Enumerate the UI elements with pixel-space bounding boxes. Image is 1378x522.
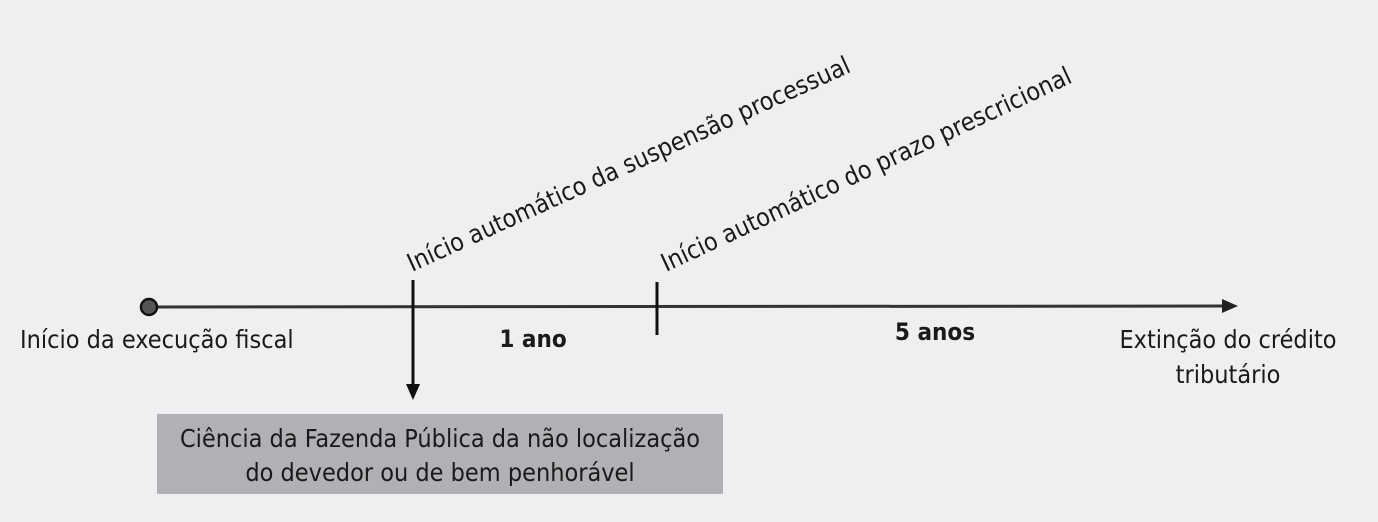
prescription-label: Início automático do prazo prescricional xyxy=(656,61,1076,277)
interval-1-label: 1 ano xyxy=(499,325,566,353)
notice-line2: do devedor ou de bem penhorável xyxy=(245,458,634,487)
end-label-line2: tributário xyxy=(1176,360,1281,389)
timeline-axis xyxy=(149,304,1226,309)
notice-box xyxy=(157,414,723,494)
start-label: Início da execução fiscal xyxy=(20,325,294,354)
interval-2-label: 5 anos xyxy=(895,318,975,346)
end-label-line1: Extinção do crédito xyxy=(1119,325,1336,354)
notice-line1: Ciência da Fazenda Pública da não locali… xyxy=(180,424,700,453)
start-point-marker xyxy=(139,297,159,317)
down-arrow-icon xyxy=(406,384,420,400)
suspension-label: Início automático da suspensão processua… xyxy=(402,51,854,278)
timeline-arrowhead-icon xyxy=(1222,299,1238,313)
